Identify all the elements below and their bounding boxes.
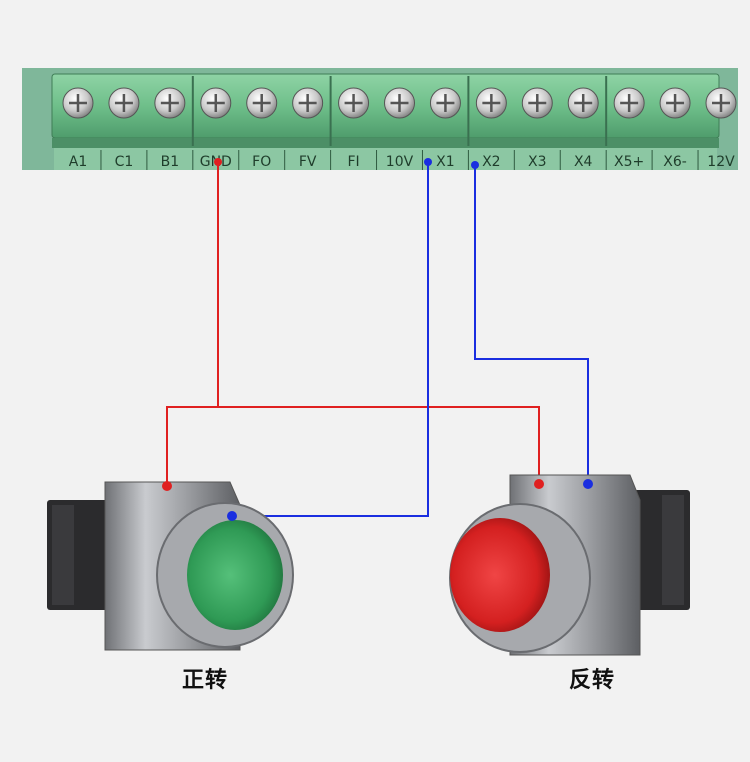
terminal-label-fi: FI — [347, 154, 359, 170]
terminal-label-x1: X1 — [436, 154, 455, 170]
terminal-screw-fo — [246, 87, 278, 119]
wire-x2-reverse — [474, 165, 589, 484]
terminal-label-x6: X6- — [663, 154, 687, 170]
terminal-screw-x6 — [659, 87, 691, 119]
terminal-label-x3: X3 — [528, 154, 547, 170]
terminal-screw-gnd — [200, 87, 232, 119]
terminal-screw-10v — [384, 87, 415, 119]
terminal-screw-fi — [338, 87, 370, 119]
forward-contact-block-side — [52, 505, 74, 605]
terminal-screws — [62, 87, 737, 119]
terminal-label-x5: X5+ — [614, 154, 644, 170]
reverse-push-button — [449, 474, 690, 656]
forward-terminal-common-dot — [162, 481, 172, 491]
terminal-screw-b1 — [154, 87, 186, 119]
terminal-labels: A1C1B1GNDFOFVFI10VX1X2X3X4X5+X6-12V — [69, 154, 735, 170]
terminal-label-x4: X4 — [574, 154, 593, 170]
reverse-cap-red — [450, 518, 550, 632]
wire-x1-forward — [232, 162, 429, 517]
forward-cap-green — [187, 520, 283, 630]
wire-dot-x1 — [424, 158, 432, 166]
terminal-dividers — [100, 76, 699, 170]
terminal-label-fo: FO — [252, 154, 271, 170]
terminal-screw-x1 — [429, 87, 461, 119]
forward-caption: 正转 — [181, 668, 228, 693]
wires — [166, 158, 589, 517]
reverse-terminal-x2-dot — [583, 479, 593, 489]
terminal-label-b1: B1 — [161, 154, 180, 170]
terminal-screw-x4 — [567, 87, 599, 119]
forward-terminal-x1-dot — [227, 511, 237, 521]
terminal-strip-base — [52, 138, 719, 148]
terminal-screw-x5 — [613, 87, 645, 119]
wire-common-forward — [166, 406, 540, 486]
wire-dot-x2 — [471, 161, 479, 169]
terminal-screw-12v — [705, 87, 737, 119]
wire-dot-gnd — [214, 158, 222, 166]
terminal-screw-x2 — [475, 87, 507, 119]
terminal-label-x2: X2 — [482, 154, 501, 170]
reverse-caption: 反转 — [568, 668, 615, 693]
reverse-contact-block-side — [662, 495, 684, 605]
terminal-label-10v: 10V — [386, 154, 414, 170]
terminal-screw-x3 — [521, 87, 553, 119]
terminal-label-a1: A1 — [69, 154, 87, 170]
forward-push-button — [47, 481, 294, 651]
terminal-board: A1C1B1GNDFOFVFI10VX1X2X3X4X5+X6-12V — [22, 68, 738, 170]
terminal-label-12v: 12V — [707, 154, 735, 170]
terminal-screw-a1 — [62, 87, 94, 119]
terminal-label-fv: FV — [299, 154, 317, 170]
terminal-screw-fv — [292, 87, 324, 119]
reverse-terminal-common-dot — [534, 479, 544, 489]
terminal-screw-c1 — [108, 87, 140, 119]
terminal-label-c1: C1 — [115, 154, 134, 170]
